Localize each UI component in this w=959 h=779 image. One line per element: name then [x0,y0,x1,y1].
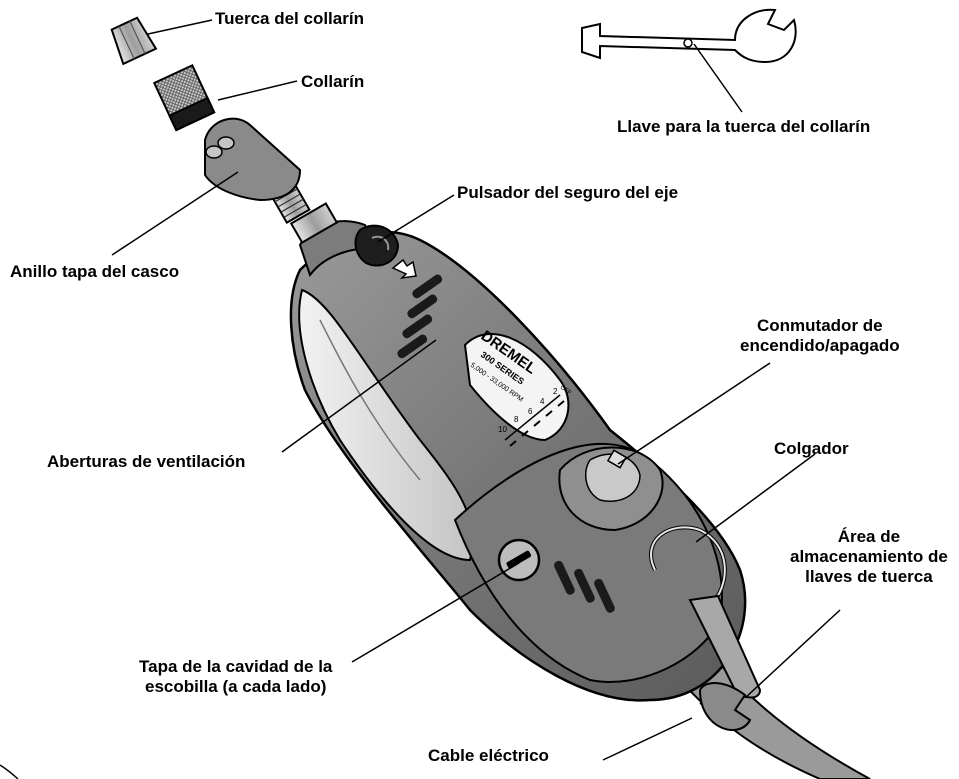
lock-arrow-icon [391,258,417,280]
speed-tick: 10 [498,425,507,434]
collet-wrench [581,8,797,64]
label-line: encendido/apagado [740,336,900,355]
speed-ticks: 2 4 6 8 10 [498,387,558,434]
vent-slots-front [397,274,443,359]
label-housing-cap: Anillo tapa del casco [10,262,180,281]
label-hanger: Colgador [774,439,849,458]
speed-tick: 2 [553,387,558,396]
vent-slots-rear [554,560,615,613]
corner-arc [0,764,19,779]
label-line: Área de [837,527,901,546]
label-shaft-lock: Pulsador del seguro del eje [457,183,679,202]
speed-scale [504,394,565,447]
label-power-switch: Conmutador de encendido/apagado [740,316,900,356]
off-marking: OFF [559,385,573,397]
label-line: llaves de tuerca [805,567,933,586]
power-switch [558,446,664,532]
collet-nut-part [110,16,158,66]
housing-cap-ring [204,117,302,202]
label-collet-nut: Tuerca del collarín [215,9,364,28]
label-line: almacenamiento de [790,547,948,566]
label-power-cord: Cable eléctrico [428,746,549,765]
brush-cap [497,538,541,582]
label-line: Tapa de la cavidad de la [139,657,333,676]
speed-tick: 6 [528,407,533,416]
collet-part [152,63,216,132]
leader-lines [111,19,841,761]
speed-tick: 4 [540,397,545,406]
label-line: escobilla (a cada lado) [144,677,327,696]
label-wrench: Llave para la tuerca del collarín [617,117,871,136]
label-vents: Aberturas de ventilación [47,452,246,471]
label-line: Conmutador de [757,316,883,335]
label-collet: Collarín [301,72,365,91]
label-brush-cap: Tapa de la cavidad de la escobilla (a ca… [139,657,332,697]
label-wrench-storage: Área de almacenamiento de llaves de tuer… [790,527,948,587]
shaft-lock-button [354,224,400,267]
speed-tick: 8 [514,415,519,424]
tool-body [289,230,762,731]
